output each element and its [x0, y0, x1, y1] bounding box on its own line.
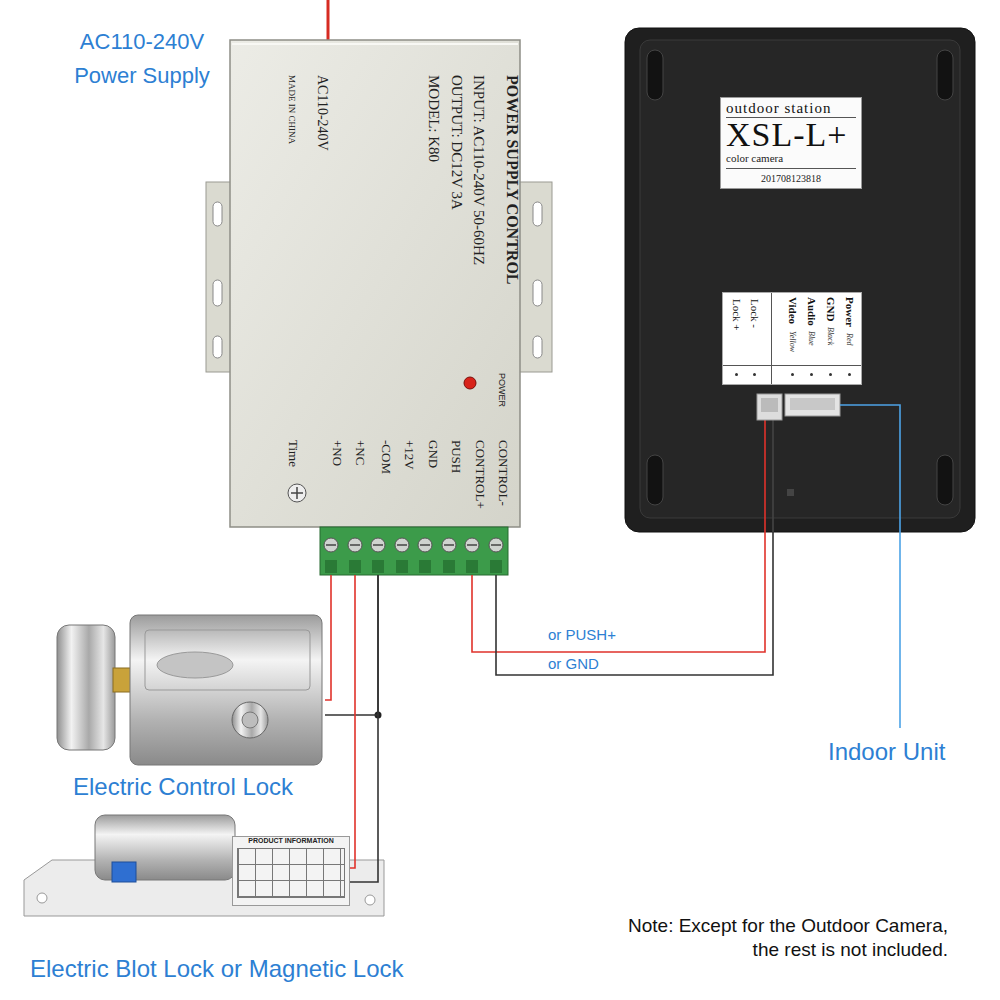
sticker-title: PRODUCT INFORMATION — [233, 837, 349, 845]
terminal-name: +NO — [329, 440, 344, 466]
terminal-dot — [810, 373, 813, 376]
wire-connector — [496, 532, 773, 675]
pin-name: Lock - — [748, 299, 761, 328]
sticker-label: outdoor stationXSL-L+color camera 2017081… — [720, 97, 862, 189]
supply-heading: AC110-240V Power Supply — [57, 25, 227, 93]
wire-label: or GND — [546, 655, 601, 672]
spec-text: AC110-240V — [314, 75, 330, 151]
divider-line — [723, 365, 861, 366]
lock-caption: Electric Blot Lock or Magnetic Lock — [30, 955, 404, 983]
indoor-unit-wire — [840, 405, 900, 728]
wire-connector — [348, 575, 355, 868]
indoor-unit-label: Indoor Unit — [828, 738, 945, 767]
pin-name: Power — [843, 297, 856, 327]
electric-bolt-lock: Electric Blot Lock or Magnetic LockPRODU… — [22, 812, 348, 934]
terminal-dot — [791, 373, 794, 376]
led-label: POWER — [497, 373, 507, 407]
electric-control-lock: Electric Control Lock — [55, 612, 325, 767]
terminal-dot — [829, 373, 832, 376]
wire-color: Blue — [806, 331, 815, 346]
electric-bolt-lock-drawing — [24, 815, 384, 916]
divider-line — [771, 293, 772, 384]
lock-caption: Electric Control Lock — [73, 773, 293, 801]
wire-connector — [348, 575, 378, 882]
camera-type: color camera — [726, 152, 856, 169]
spec-text: MODEL: K80 — [424, 75, 441, 162]
pin-name: Video — [786, 297, 799, 324]
wire-color: Black — [825, 327, 834, 345]
note-text: Note: Except for the Outdoor Camera, the… — [624, 914, 948, 962]
wire-connector — [325, 575, 331, 700]
electric-control-lock-drawing — [57, 615, 322, 765]
wire-connector — [472, 532, 765, 652]
terminal-name: CONTROL+ — [472, 440, 487, 509]
terminal-dot — [848, 373, 851, 376]
station-type: outdoor station — [726, 100, 856, 118]
power-supply-drawing — [206, 0, 552, 575]
terminal-dot — [753, 373, 756, 376]
wire-color: Red — [844, 333, 853, 345]
pin-name: GND — [824, 297, 837, 321]
terminal-name: +12V — [401, 440, 416, 470]
spec-text: OUTPUT: DC12V 3A — [447, 75, 464, 210]
serial-number: 201708123818 — [726, 173, 856, 185]
pin-name: Audio — [805, 297, 818, 326]
terminal-name: CONTROL- — [495, 440, 510, 506]
pin-name: Lock + — [730, 299, 743, 331]
terminal-name: PUSH — [448, 440, 463, 473]
sticker-grid — [237, 848, 345, 898]
outdoor-station-drawing — [625, 28, 975, 532]
terminal-label: PowerRed GND Black AudioBlue VideoYellow Lock… — [722, 292, 862, 385]
wire-label: or PUSH+ — [546, 626, 618, 643]
panel-title: POWER SUPPLY CONTROL — [503, 75, 521, 285]
origin-text: MADE IN CHINA — [287, 75, 297, 144]
model-name: XSL-L+ — [726, 118, 856, 152]
terminal-dot — [735, 373, 738, 376]
terminal-name: +NC — [352, 440, 367, 465]
knob-label: Time — [285, 440, 300, 467]
wire-color: Yellow — [787, 331, 796, 352]
power-supply-box: POWER SUPPLY CONTROL INPUT: AC110-240V 50… — [230, 40, 520, 575]
terminal-name: GND — [425, 440, 440, 468]
product-info-sticker: PRODUCT INFORMATION — [232, 836, 350, 906]
terminal-name: -COM — [378, 440, 393, 474]
wire-connector — [325, 575, 378, 715]
spec-text: INPUT: AC110-240V 50-60HZ — [469, 75, 486, 265]
outdoor-station: outdoor stationXSL-L+color camera 2017081… — [625, 28, 975, 532]
